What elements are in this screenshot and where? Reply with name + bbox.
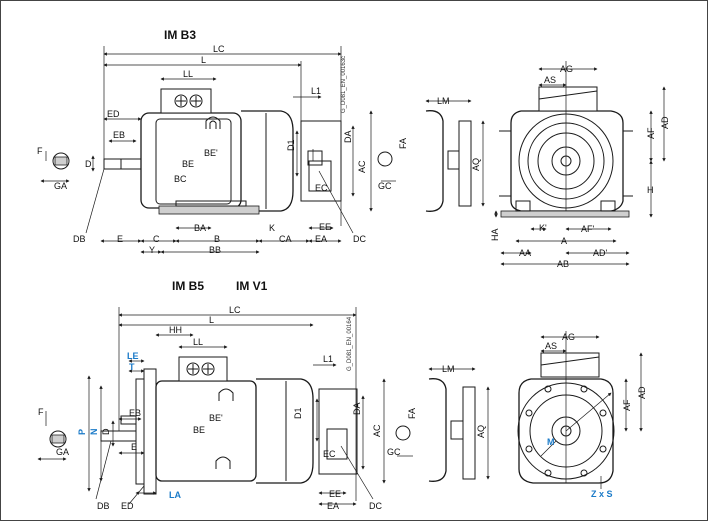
label-b5-l: L: [209, 315, 214, 325]
title-im-v1: IM V1: [236, 279, 268, 293]
label-b5-be: BE: [193, 425, 205, 435]
label-b5-ac: AC: [372, 424, 382, 437]
label-b5-db: DB: [97, 501, 110, 511]
label-y: Y: [149, 245, 155, 255]
label-ea: EA: [315, 234, 327, 244]
label-b5-aq: AQ: [476, 425, 486, 438]
label-k: K: [269, 223, 275, 233]
b3-labels: LC L LL L1 ED EB F GA D DB E C Y BA B BB…: [37, 44, 408, 255]
label-b5-le: LE: [127, 351, 139, 361]
label-k-prime: K': [539, 223, 547, 233]
label-e: E: [117, 234, 123, 244]
label-b5-ee: EE: [329, 489, 341, 499]
label-ca: CA: [279, 234, 292, 244]
b5-end-view: AG AS AF AD M Z x S: [517, 331, 647, 499]
label-lc: LC: [213, 44, 225, 54]
label-bc: BC: [174, 174, 187, 184]
label-ad: AD: [660, 116, 670, 129]
label-b5-m: M: [547, 437, 555, 447]
label-b5-dc: DC: [369, 501, 382, 511]
label-aa: AA: [519, 248, 531, 258]
label-b5-ll: LL: [193, 337, 203, 347]
b3-flange-profile: LM AQ: [425, 96, 485, 212]
label-b5-fa: FA: [407, 408, 417, 419]
drawing-code-top: G_D081_EN_00163c: [341, 56, 347, 113]
label-da: DA: [343, 130, 353, 143]
b3-end-view: AG AS AF AD H HA K' AF' A AA AB AD': [490, 61, 670, 269]
label-ga: GA: [54, 181, 67, 191]
label-aq: AQ: [471, 158, 481, 171]
label-b5-ag: AG: [562, 332, 575, 342]
label-b5-ea: EA: [327, 501, 339, 511]
label-b5-be-prime: BE': [209, 413, 223, 423]
label-b5-e: E: [131, 442, 137, 452]
label-be: BE: [182, 159, 194, 169]
label-ha: HA: [490, 228, 500, 241]
label-b5-as: AS: [545, 341, 557, 351]
label-ec: EC: [315, 183, 328, 193]
label-af: AF: [646, 127, 656, 139]
label-ee: EE: [319, 222, 331, 232]
label-l: L: [201, 55, 206, 65]
label-b5-eb: EB: [129, 408, 141, 418]
label-fa: FA: [398, 138, 408, 149]
label-b5-lc: LC: [229, 305, 241, 315]
label-b5-l1: L1: [323, 354, 333, 364]
label-b5-p: P: [77, 429, 87, 435]
label-ad-prime: AD': [593, 248, 608, 258]
title-im-b3: IM B3: [164, 28, 196, 42]
label-b5-la: LA: [169, 490, 181, 500]
label-b5-lm: LM: [442, 364, 455, 374]
label-b5-t: T: [129, 362, 135, 372]
label-l1: L1: [311, 86, 321, 96]
title-im-b5: IM B5: [172, 279, 204, 293]
b5-side-view: [37, 307, 413, 506]
label-b5-ed: ED: [121, 501, 134, 511]
label-b5-ad: AD: [637, 386, 647, 399]
label-b5-d: D: [101, 428, 111, 435]
label-ed: ED: [107, 109, 120, 119]
label-bb: BB: [209, 245, 221, 255]
label-ab: AB: [557, 259, 569, 269]
label-d1: D1: [286, 139, 296, 151]
label-eb: EB: [113, 130, 125, 140]
label-b5-gc: GC: [387, 447, 401, 457]
label-as: AS: [544, 75, 556, 85]
label-b5-da: DA: [352, 402, 362, 415]
label-b5-zxs: Z x S: [591, 489, 613, 499]
label-b5-d1: D1: [293, 407, 303, 419]
label-h: H: [647, 185, 654, 195]
drawing-code-bottom: G_D081_EN_00164: [347, 316, 353, 371]
label-b5-f: F: [38, 407, 44, 417]
label-gc: GC: [378, 181, 392, 191]
label-ba: BA: [194, 223, 206, 233]
label-ll: LL: [183, 69, 193, 79]
label-f: F: [37, 146, 43, 156]
label-b5-hh: HH: [169, 325, 182, 335]
label-b5-ec: EC: [323, 449, 336, 459]
b5-flange-profile: LM AQ: [428, 364, 490, 482]
label-db: DB: [73, 234, 86, 244]
b5-labels: LC L HH LL L1 LE T F GA P N D EB E BE BE…: [38, 305, 417, 511]
label-a: A: [561, 236, 567, 246]
label-ag: AG: [560, 64, 573, 74]
label-b5-ga: GA: [56, 447, 69, 457]
label-b5-af: AF: [622, 399, 632, 411]
label-b: B: [214, 234, 220, 244]
label-be-prime: BE': [204, 148, 218, 158]
label-ac: AC: [357, 160, 367, 173]
label-d: D: [85, 159, 92, 169]
label-af-prime: AF': [581, 224, 595, 234]
b3-side-view: [40, 46, 396, 254]
label-c: C: [153, 234, 160, 244]
label-b5-n: N: [89, 429, 99, 436]
label-lm: LM: [437, 96, 450, 106]
label-dc: DC: [353, 234, 366, 244]
